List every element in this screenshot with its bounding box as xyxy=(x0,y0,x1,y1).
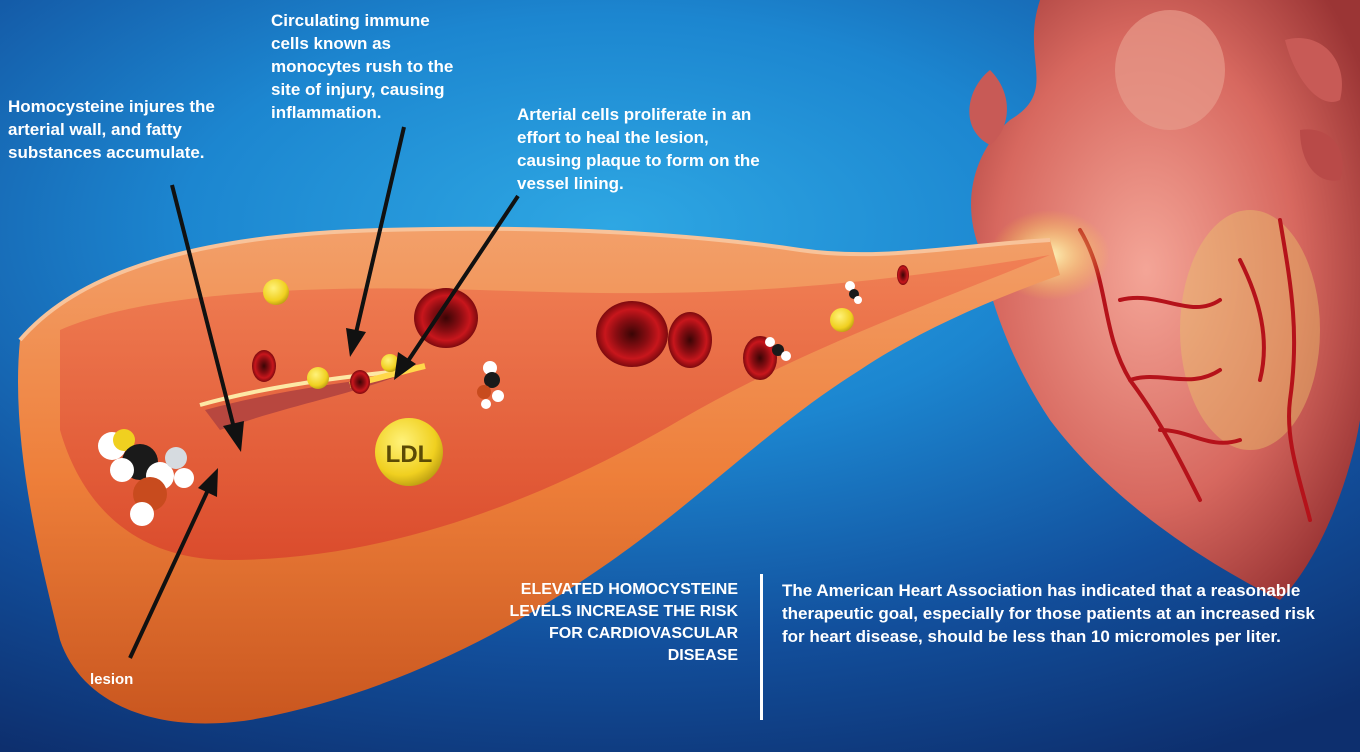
ldl-particle: LDL xyxy=(375,418,443,486)
arterial-cells-label: Arterial cells proliferate in an effort … xyxy=(517,103,762,195)
aha-note: The American Heart Association has indic… xyxy=(782,579,1342,648)
heart xyxy=(969,0,1360,600)
monocytes-label: Circulating immune cells known as monocy… xyxy=(271,9,471,124)
red-blood-cell xyxy=(668,312,712,368)
lipid-particle xyxy=(307,367,329,389)
red-blood-cell xyxy=(897,265,909,285)
red-blood-cell xyxy=(596,301,668,367)
red-blood-cell xyxy=(350,370,370,394)
ldl-label: LDL xyxy=(386,441,433,468)
red-blood-cell xyxy=(252,350,276,382)
lipid-particle xyxy=(263,279,289,305)
lesion-label: lesion xyxy=(90,668,133,691)
callout-divider xyxy=(760,574,763,720)
lipid-particle xyxy=(830,308,854,332)
homocysteine-label: Homocysteine injures the arterial wall, … xyxy=(8,95,233,164)
risk-headline: ELEVATED HOMOCYSTEINE LEVELS INCREASE TH… xyxy=(500,579,738,667)
